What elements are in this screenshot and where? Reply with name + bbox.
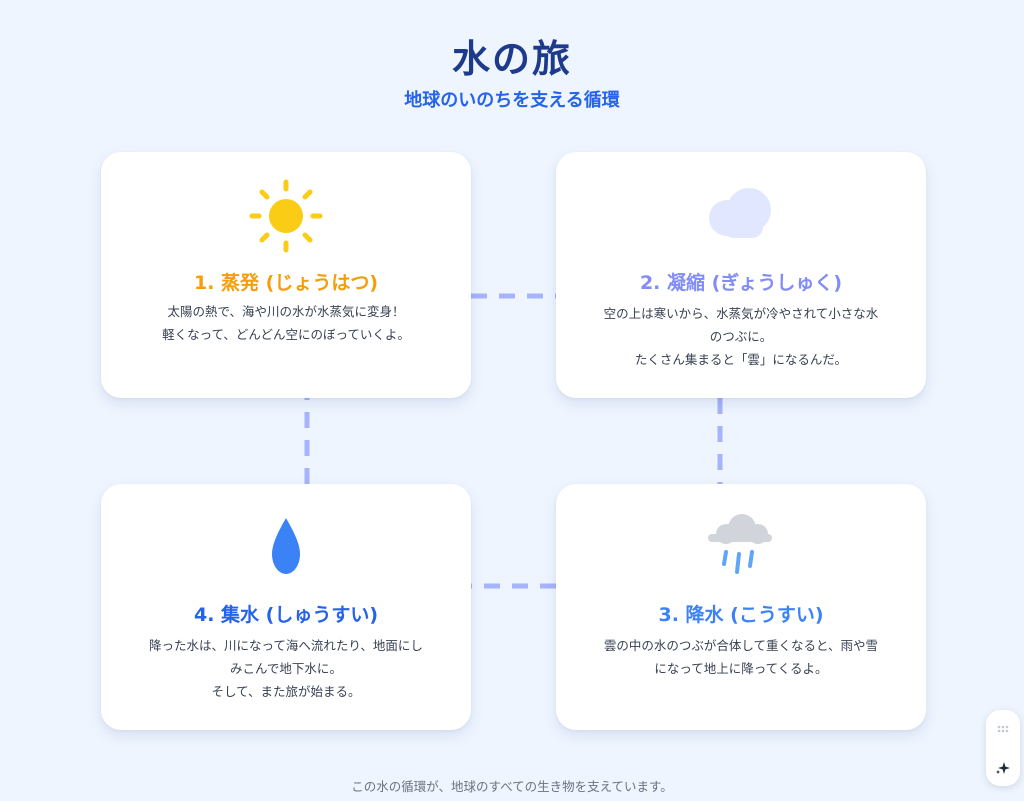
step-description: 空の上は寒いから、水蒸気が冷やされて小さな水 のつぶに。 たくさん集まると「雲」…	[603, 306, 879, 367]
page-title: 水の旅	[451, 37, 572, 81]
step-title: 3. 降水 (こうすい)	[658, 604, 824, 626]
grip-icon[interactable]	[997, 725, 1009, 733]
step-description: 太陽の熱で、海や川の水が水蒸気に変身！ 軽くなって、どんどん空にのぼっていくよ。	[162, 304, 410, 342]
footer-note: この水の循環が、地球のすべての生き物を支えています。	[351, 779, 673, 794]
step-title: 1. 蒸発 (じょうはつ)	[193, 272, 379, 294]
rain-cloud-icon	[556, 514, 926, 576]
step-description: 雲の中の水のつぶが合体して重くなると、雨や雪 になって地上に降ってくるよ。	[603, 638, 879, 676]
page-subtitle: 地球のいのちを支える循環	[404, 90, 620, 111]
sun-icon	[101, 178, 471, 254]
cloud-icon	[556, 186, 926, 242]
step-title: 2. 凝縮 (ぎょうしゅく)	[639, 272, 843, 294]
step-title: 4. 集水 (しゅうすい)	[193, 604, 379, 626]
step-card-evaporation: 1. 蒸発 (じょうはつ) 太陽の熱で、海や川の水が水蒸気に変身！ 軽くなって、…	[101, 152, 471, 398]
step-card-precipitation: 3. 降水 (こうすい) 雲の中の水のつぶが合体して重くなると、雨や雪 になって…	[556, 484, 926, 730]
step-card-collection: 4. 集水 (しゅうすい) 降った水は、川になって海へ流れたり、地面にし みこん…	[101, 484, 471, 730]
step-description: 降った水は、川になって海へ流れたり、地面にし みこんで地下水に。 そして、また旅…	[149, 638, 423, 699]
floating-toolbar[interactable]	[986, 710, 1020, 786]
sparkle-icon[interactable]	[995, 760, 1011, 776]
water-drop-icon	[101, 516, 471, 576]
step-card-condensation: 2. 凝縮 (ぎょうしゅく) 空の上は寒いから、水蒸気が冷やされて小さな水 のつ…	[556, 152, 926, 398]
